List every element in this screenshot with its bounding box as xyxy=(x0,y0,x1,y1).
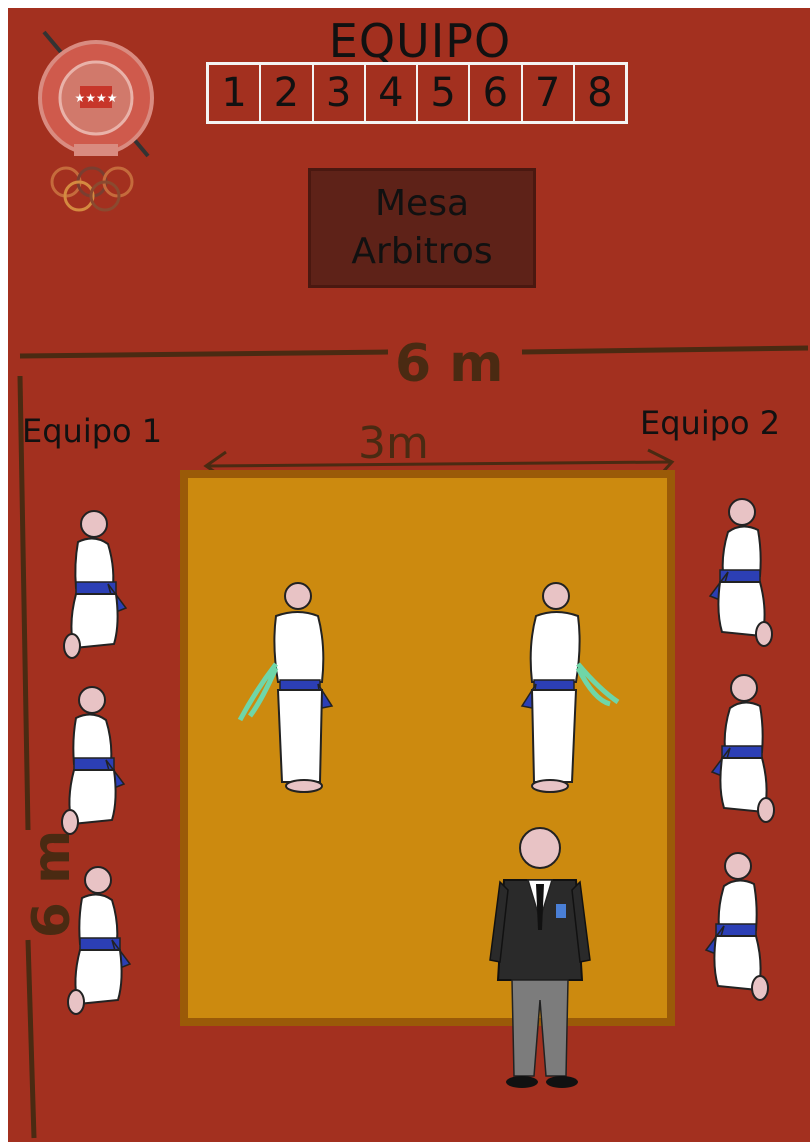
referee xyxy=(490,828,590,1088)
kneeling-judoka-team2 xyxy=(712,675,774,822)
standing-judoka-left xyxy=(274,583,332,792)
kneeling-judoka-team1 xyxy=(68,867,130,1014)
kneeling-judoka-team1 xyxy=(62,687,124,834)
kneeling-judoka-team1 xyxy=(64,511,126,658)
kneeling-judoka-team2 xyxy=(706,853,768,1000)
standing-judoka-right xyxy=(522,583,580,792)
mint-belt-right xyxy=(578,664,618,704)
kneeling-judoka-team2 xyxy=(710,499,772,646)
mint-belt-left xyxy=(240,664,276,720)
